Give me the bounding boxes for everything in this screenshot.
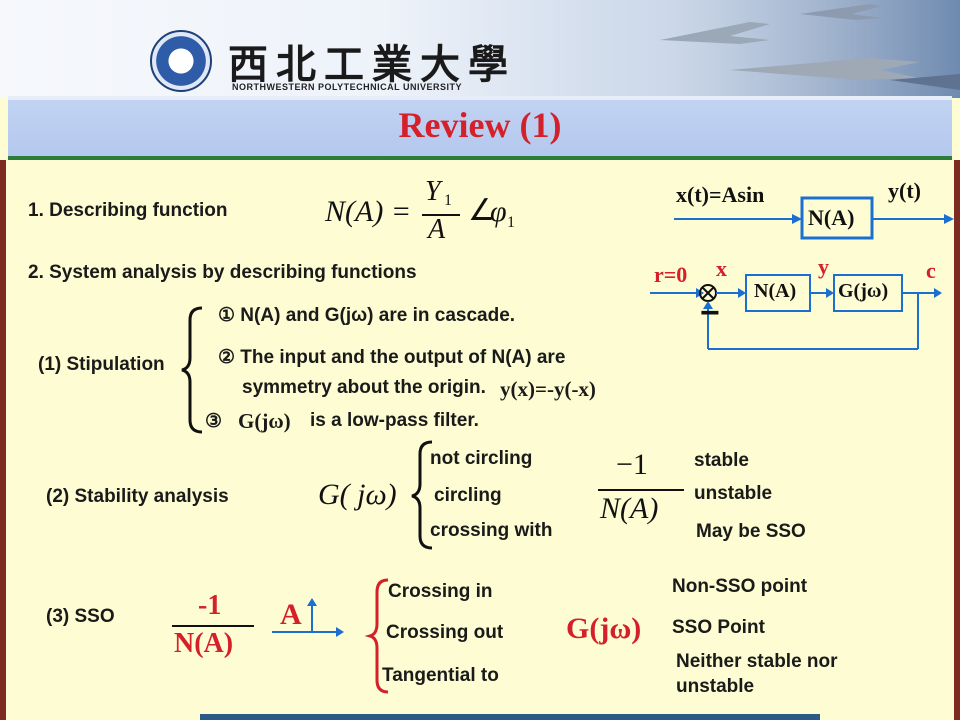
stability-case-not-circling: not circling	[430, 448, 533, 469]
university-name-chinese: 西北工業大學	[228, 41, 516, 88]
diagram-block-label: N(A)	[808, 205, 855, 230]
sso-case-crossing-out: Crossing out	[386, 622, 504, 643]
bottom-frame	[200, 714, 820, 720]
loop-y-label: y	[818, 254, 829, 279]
sso-case-tangential: Tangential to	[382, 665, 499, 686]
stability-fraction-denominator: N(A)	[600, 492, 659, 525]
stability-brace	[411, 440, 433, 550]
stipulation-label: (1) Stipulation	[38, 354, 165, 375]
sso-fraction-denominator: N(A)	[174, 628, 234, 659]
section-describing-function: 1. Describing function	[28, 200, 228, 221]
sso-result-non-sso-point: Non-SSO point	[672, 576, 808, 597]
stipulation-item-1: ① N(A) and G(jω) are in cascade.	[218, 305, 516, 326]
sso-label: (3) SSO	[46, 606, 115, 627]
loop-c-label: c	[926, 258, 936, 283]
stability-g-function: G( jω)	[318, 478, 397, 511]
sso-result-sso-point: SSO Point	[672, 617, 765, 638]
sso-axis-label: A	[280, 598, 302, 631]
university-logo-icon	[150, 30, 212, 92]
stipulation-item-2-line-1: ② The input and the output of N(A) are	[218, 347, 566, 368]
diagram-input-label: x(t)=Asin	[676, 182, 765, 207]
stability-fraction-bar	[598, 489, 684, 491]
loop-x-label: x	[716, 256, 727, 281]
stipulation-brace	[181, 306, 203, 434]
diagram-output-label: y(t)	[888, 178, 921, 203]
formula-fraction-bar	[422, 214, 460, 216]
sso-case-crossing-in: Crossing in	[388, 581, 493, 602]
stability-result-unstable: unstable	[694, 483, 773, 504]
sso-result-neither-line-2: unstable	[676, 676, 755, 697]
feedback-loop-lines	[650, 274, 942, 350]
loop-reference-label: r=0	[654, 262, 688, 287]
loop-block-g: G(jω)	[838, 280, 889, 302]
stability-case-circling: circling	[434, 485, 502, 506]
stipulation-item-2-line-2: symmetry about the origin.	[242, 377, 486, 398]
formula-numerator-subscript: 1	[444, 192, 452, 209]
left-frame	[0, 160, 6, 720]
formula-phi-subscript: 1	[507, 214, 515, 231]
formula-lhs: N(A) =	[325, 195, 412, 228]
stability-result-stable: stable	[694, 450, 749, 471]
sso-fraction-numerator: -1	[198, 590, 222, 621]
diagram-lines	[674, 196, 954, 240]
sso-fraction-bar	[172, 625, 254, 627]
page-title: Review (1)	[398, 105, 562, 145]
title-bar	[8, 96, 952, 160]
sso-g-function: G(jω)	[566, 612, 642, 645]
stability-analysis-label: (2) Stability analysis	[46, 486, 229, 507]
formula-angle: ∠	[468, 194, 495, 227]
formula-denominator: A	[428, 214, 446, 245]
stability-case-crossing: crossing with	[430, 520, 553, 541]
stipulation-item-3-mark: ③	[205, 411, 223, 432]
jet-fighters-image	[620, 0, 960, 98]
loop-minus-sign: −	[700, 294, 720, 332]
university-name-english: NORTHWESTERN POLYTECHNICAL UNIVERSITY	[232, 82, 463, 92]
right-frame	[954, 160, 960, 720]
sso-result-neither-line-1: Neither stable nor	[676, 651, 838, 672]
stability-fraction-numerator: −1	[616, 448, 648, 481]
stability-result-sso: May be SSO	[696, 521, 806, 542]
sso-axis-arrows	[272, 598, 344, 637]
stipulation-item-3-text: is a low-pass filter.	[310, 410, 479, 431]
stipulation-item-3-g: G(jω)	[238, 409, 291, 433]
symmetry-equation: y(x)=-y(-x)	[500, 377, 596, 401]
section-system-analysis: 2. System analysis by describing functio…	[28, 262, 417, 283]
sso-brace	[364, 578, 389, 694]
formula-numerator: Y	[425, 176, 441, 207]
loop-block-n: N(A)	[754, 280, 797, 302]
formula-phi: φ	[490, 195, 507, 228]
header-banner: 西北工業大學 NORTHWESTERN POLYTECHNICAL UNIVER…	[0, 0, 960, 98]
